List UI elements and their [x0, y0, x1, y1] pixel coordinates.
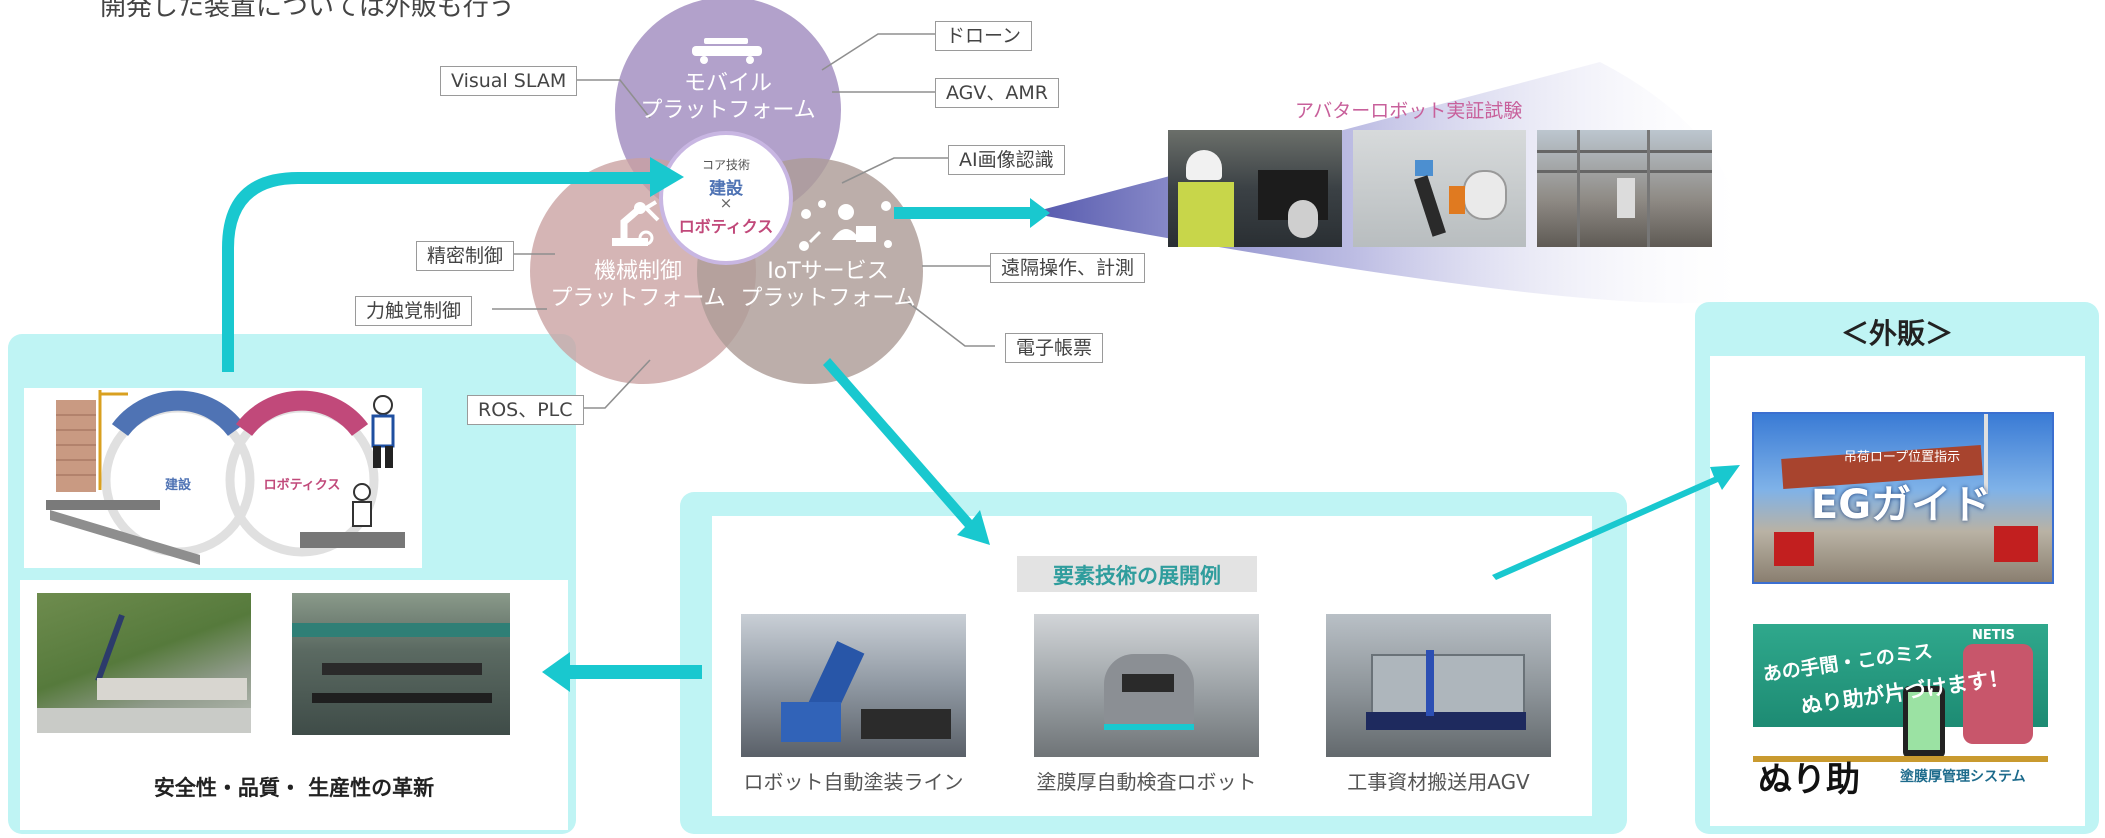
construction-label: 建設	[164, 478, 191, 493]
photo-agv-transport	[1326, 614, 1551, 757]
caption-agv: 工事資材搬送用AGV	[1347, 770, 1530, 794]
label-visual-slam: Visual SLAM	[440, 66, 578, 96]
iot-label-line2: プラットフォーム	[740, 286, 916, 311]
nurisuke-image	[1753, 624, 2048, 796]
bridge-illustration	[46, 500, 160, 510]
examples-title: 要素技術の展開例	[1053, 564, 1221, 588]
iot-label-line1: IoTサービス	[767, 259, 889, 284]
agv-icon	[690, 38, 764, 64]
avatar-photo-operator	[1168, 130, 1342, 247]
core-circle	[659, 131, 793, 265]
arrow-examples-to-left	[542, 652, 702, 692]
photo-coating-inspection-robot	[1034, 614, 1259, 757]
label-eform: 電子帳票	[1005, 333, 1104, 363]
mobile-label-line2: プラットフォーム	[640, 98, 816, 123]
robot-arm-icon	[608, 198, 668, 248]
mechanical-label: 機械制御 プラットフォーム	[538, 258, 738, 312]
label-remote: 遠隔操作、計測	[990, 253, 1146, 283]
mobile-label-line1: モバイル	[683, 71, 772, 96]
robotics-arc	[235, 390, 369, 437]
teal-arrows	[222, 157, 1740, 692]
core-robotics: ロボティクス	[678, 217, 774, 236]
avatar-title: アバターロボット実証試験	[1295, 100, 1523, 122]
label-drone: ドローン	[935, 21, 1033, 51]
caption-coating-inspection: 塗膜厚自動検査ロボット	[1036, 770, 1257, 794]
left-caption: 安全性・品質・ 生産性の革新	[153, 776, 435, 800]
label-ros-plc: ROS、PLC	[467, 395, 584, 425]
core-construction: 建設	[709, 179, 743, 199]
iot-network-icon	[796, 196, 896, 252]
arrow-iot-to-examples	[823, 358, 990, 545]
nurisuke-netis: NETIS	[1972, 628, 2015, 643]
eg-guide-image	[1752, 412, 2054, 584]
label-force: 力触覚制御	[355, 296, 473, 326]
construction-arc	[111, 390, 245, 437]
photo-robot-painting-line	[741, 614, 966, 757]
robotics-label: ロボティクス	[263, 478, 341, 493]
building-illustration	[56, 400, 96, 492]
core-small: コア技術	[701, 158, 750, 172]
core-times: ×	[719, 194, 733, 212]
caption-robot-painting: ロボット自動塗装ライン	[743, 770, 964, 794]
avatar-photo-robot-arm	[1353, 130, 1526, 247]
arrow-iot-to-avatar	[894, 198, 1050, 228]
label-ai-image: AI画像認識	[948, 145, 1065, 175]
iot-label: IoTサービス プラットフォーム	[728, 258, 928, 312]
mobile-label: モバイル プラットフォーム	[628, 70, 828, 124]
eg-guide-text: EGガイド	[1810, 482, 1992, 528]
left-photo-bridge-site	[37, 593, 251, 733]
right-panel-title: ＜外販＞	[1840, 317, 1953, 350]
arrow-up-to-core	[222, 157, 684, 372]
top-text: 開発した装置については外販も行う	[100, 0, 515, 22]
left-photo-factory	[292, 593, 510, 735]
label-precision: 精密制御	[416, 241, 515, 271]
mechanical-label-line2: プラットフォーム	[550, 286, 726, 311]
avatar-photo-site	[1537, 130, 1712, 247]
leader-lines	[492, 33, 995, 409]
examples-title-box	[1017, 556, 1257, 592]
nurisuke-subtitle: 塗膜厚管理システム	[1900, 769, 2026, 785]
arrow-examples-to-external	[1492, 465, 1740, 580]
eg-subtitle: 吊荷ロープ位置指示	[1843, 450, 1961, 465]
nurisuke-logo: ぬり助	[1758, 760, 1860, 800]
label-agv-amr: AGV、AMR	[935, 78, 1059, 108]
mechanical-label-line1: 機械制御	[593, 259, 682, 284]
